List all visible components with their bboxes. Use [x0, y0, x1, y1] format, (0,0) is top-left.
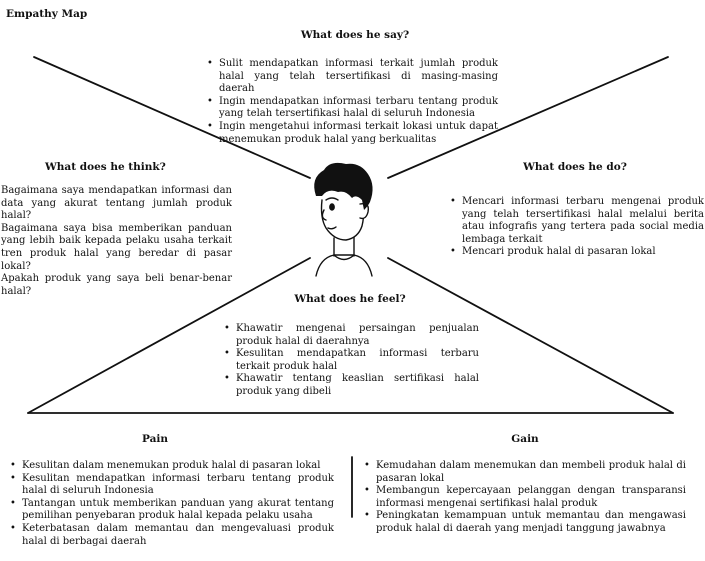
person-face-icon: [314, 162, 373, 277]
diagonal-bottom-left: [27, 257, 311, 414]
pain-item: Keterbatasan dalam memantau dan mengeval…: [8, 523, 334, 548]
gain-item: Peningkatan kemampuan untuk memantau dan…: [362, 510, 686, 535]
feel-heading: What does he feel?: [294, 293, 406, 305]
say-heading: What does he say?: [300, 29, 410, 41]
say-item: Ingin mendapatkan informasi terbaru tent…: [205, 96, 498, 121]
gain-item: Kemudahan dalam menemukan dan membeli pr…: [362, 460, 686, 485]
say-item: Ingin mengetahui informasi terkait lokas…: [205, 121, 498, 146]
do-heading: What does he do?: [523, 161, 627, 173]
say-item: Sulit mendapatkan informasi terkait juml…: [205, 58, 498, 96]
gain-item: Membangun kepercayaan pelanggan dengan t…: [362, 485, 686, 510]
gain-list: Kemudahan dalam menemukan dan membeli pr…: [362, 460, 686, 536]
pain-item: Kesulitan mendapatkan informasi terbaru …: [8, 473, 334, 498]
pain-item: Kesulitan dalam menemukan produk halal d…: [8, 460, 334, 473]
pain-heading: Pain: [141, 433, 169, 445]
think-item: Bagaimana saya mendapatkan informasi dan…: [1, 185, 232, 222]
feel-item: Khawatir mengenai persaingan penjualan p…: [222, 323, 479, 348]
pain-item: Tantangan untuk memberikan panduan yang …: [8, 498, 334, 523]
think-list: Bagaimana saya mendapatkan informasi dan…: [1, 185, 232, 298]
pain-list: Kesulitan dalam menemukan produk halal d…: [8, 460, 334, 548]
do-item: Mencari produk halal di pasaran lokal: [448, 246, 704, 259]
gain-heading: Gain: [511, 433, 539, 445]
think-item: Bagaimana saya bisa memberikan panduan y…: [1, 222, 232, 272]
page-title: Empathy Map: [6, 8, 88, 20]
think-item: Apakah produk yang saya beli benar-benar…: [1, 273, 232, 297]
do-item: Mencari informasi terbaru mengenai produ…: [448, 196, 704, 246]
feel-list: Khawatir mengenai persaingan penjualan p…: [222, 323, 479, 399]
feel-item: Kesulitan mendapatkan informasi terbaru …: [222, 348, 479, 373]
diagonal-bottom-right: [387, 257, 674, 414]
say-list: Sulit mendapatkan informasi terkait juml…: [205, 58, 498, 146]
do-list: Mencari informasi terbaru mengenai produ…: [448, 196, 704, 259]
diagonal-top-left: [33, 56, 311, 179]
diagonal-top-right: [387, 56, 669, 179]
feel-item: Khawatir tentang keaslian sertifikasi ha…: [222, 373, 479, 398]
think-heading: What does he think?: [45, 161, 166, 173]
